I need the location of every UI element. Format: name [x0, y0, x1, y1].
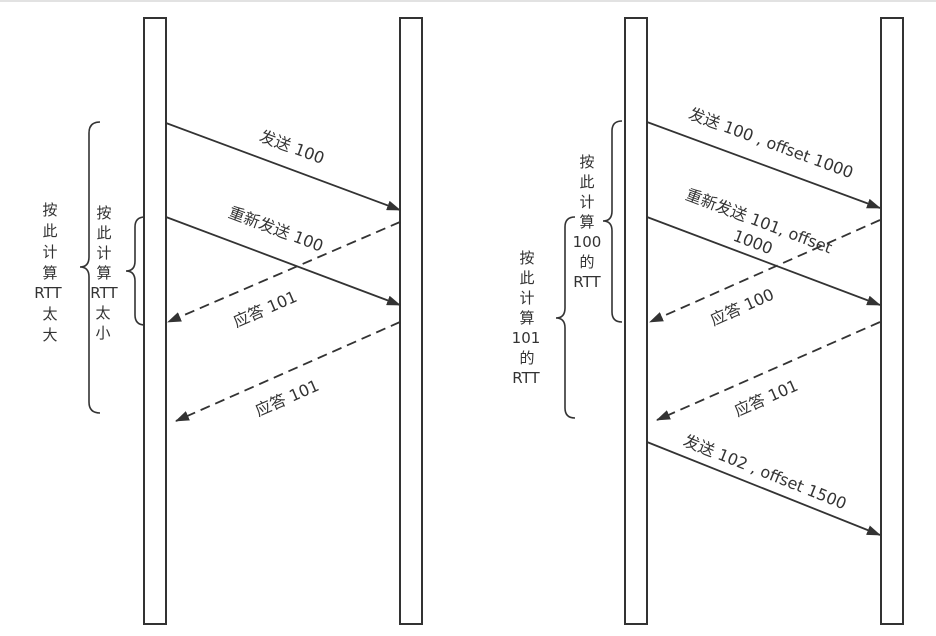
brace-rtt-too-large — [79, 121, 101, 414]
arrow-send-100-offset-1000 — [646, 121, 881, 209]
label-ack-101-first: 应答 101 — [230, 287, 300, 331]
label-rtt-too-small-char: 此 — [96, 224, 111, 242]
label-rtt-too-large-char: 大 — [42, 326, 57, 344]
brace-rtt-101 — [555, 216, 576, 419]
label-rtt-too-small-char: 太 — [95, 304, 110, 322]
label-rtt-too-small-char: 小 — [95, 324, 110, 342]
right-receiver-lifeline — [880, 17, 904, 625]
arrow-ack-101 — [656, 321, 881, 421]
label-rtt-too-large-char: 按 — [42, 201, 57, 219]
label-rtt-101: 按 此 计 算 101 的 RTT — [512, 249, 541, 387]
label-rtt-too-large: 按 此 计 算 RTT 太 大 — [34, 201, 62, 344]
label-rtt-too-large-char: 此 — [42, 222, 57, 240]
top-border — [0, 0, 936, 2]
label-rtt-too-small-char: 计 — [96, 244, 111, 262]
label-rtt-101-char: 计 — [519, 289, 534, 307]
label-rtt-too-large-char: 计 — [42, 243, 57, 261]
right-diagram: 发送 100 , offset 1000 重新发送 101, offset 10… — [512, 17, 904, 625]
label-rtt-100: 按 此 计 算 100 的 RTT — [573, 153, 602, 291]
label-rtt-100-char: RTT — [573, 273, 601, 291]
arrow-ack-101-second — [175, 321, 401, 422]
arrow-resend-101-offset-1000 — [646, 216, 881, 306]
arrow-ack-100 — [649, 219, 881, 323]
label-rtt-too-small: 按 此 计 算 RTT 太 小 — [90, 204, 118, 342]
label-rtt-100-char: 计 — [579, 193, 594, 211]
brace-rtt-100 — [602, 120, 623, 323]
label-rtt-too-large-char: 算 — [42, 264, 57, 282]
arrow-resend-100 — [165, 216, 401, 306]
label-send-100-offset-1000: 发送 100 , offset 1000 — [686, 104, 856, 182]
label-rtt-101-char: 按 — [519, 249, 534, 267]
label-rtt-too-large-char: RTT — [34, 284, 62, 302]
label-rtt-101-char: 101 — [512, 329, 541, 347]
left-diagram: 发送 100 重新发送 100 应答 101 应答 101 按 此 计 算 RT… — [34, 17, 423, 625]
label-rtt-100-char: 按 — [579, 153, 594, 171]
arrow-send-100 — [165, 122, 401, 211]
left-sender-lifeline — [143, 17, 167, 625]
brace-rtt-too-small — [125, 216, 146, 326]
label-resend-100: 重新发送 100 — [226, 203, 326, 256]
label-rtt-101-char: 的 — [519, 349, 534, 367]
label-rtt-too-small-char: 按 — [96, 204, 111, 222]
label-rtt-101-char: 算 — [519, 309, 534, 327]
label-rtt-101-char: RTT — [512, 369, 540, 387]
label-rtt-too-small-char: RTT — [90, 284, 118, 302]
label-rtt-100-char: 此 — [579, 173, 594, 191]
label-rtt-100-char: 的 — [579, 253, 594, 271]
right-sender-lifeline — [624, 17, 648, 625]
label-send-102-offset-1500: 发送 102 , offset 1500 — [681, 431, 850, 513]
label-rtt-100-char: 100 — [573, 233, 602, 251]
arrow-send-102-offset-1500 — [646, 441, 881, 536]
arrow-ack-101-first — [167, 221, 401, 323]
label-rtt-100-char: 算 — [579, 213, 594, 231]
left-receiver-lifeline — [399, 17, 423, 625]
label-rtt-101-char: 此 — [519, 269, 534, 287]
label-rtt-too-small-char: 算 — [96, 264, 111, 282]
label-rtt-too-large-char: 太 — [42, 305, 57, 323]
